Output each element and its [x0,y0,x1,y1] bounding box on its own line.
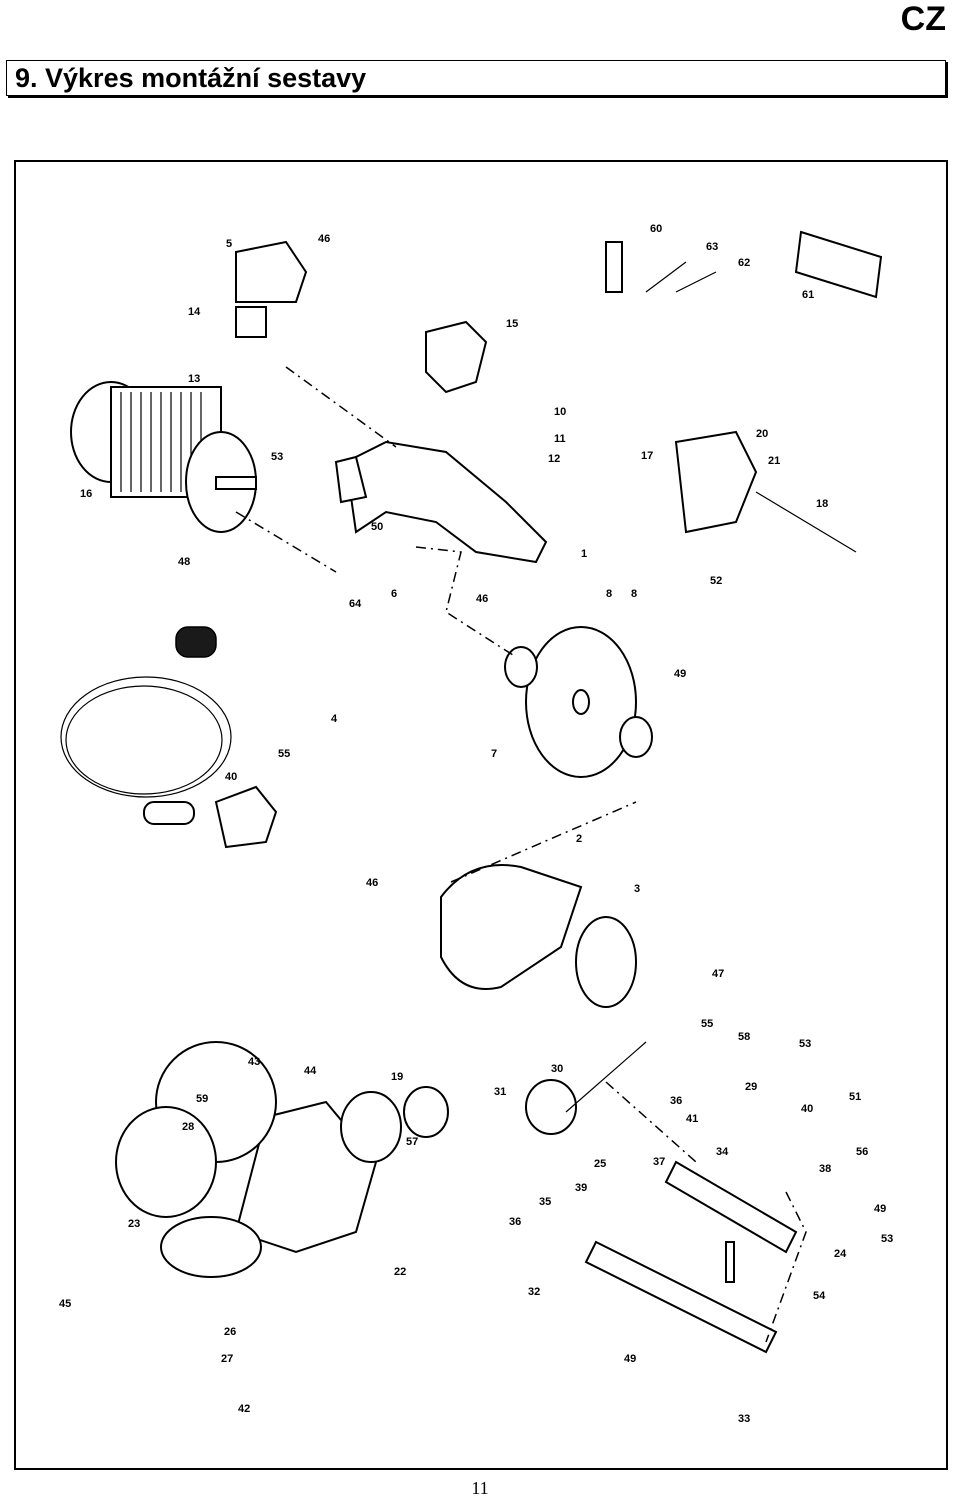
page-number: 11 [471,1478,489,1498]
small-parts [235,230,883,553]
part-label: 15 [506,318,518,330]
part-label: 36 [670,1095,682,1107]
part-label: 23 [128,1218,140,1230]
part-label: 44 [304,1065,317,1077]
part-label: 46 [366,877,378,889]
part-label: 49 [674,668,686,680]
language-code: CZ [900,0,946,38]
part-label: 36 [509,1216,521,1228]
part-label: 7 [491,748,497,760]
part-label: 52 [710,575,722,587]
part-label: 31 [494,1086,506,1098]
part-label: 54 [813,1290,826,1302]
part-label: 3 [634,883,640,895]
part-label: 5 [226,238,232,250]
motor-part [70,381,257,533]
part-label: 56 [856,1146,868,1158]
part-label: 17 [641,450,653,462]
assembly-drawing-frame: 1 2 3 4 5 6 7 8 8 10 11 12 13 14 15 16 1… [14,160,948,1470]
part-label: 53 [881,1233,893,1245]
part-label: 21 [768,455,780,467]
part-label: 24 [834,1248,847,1260]
part-label: 8 [606,588,612,600]
part-label: 26 [224,1326,236,1338]
clamp-rail-part [525,1041,798,1354]
part-label: 19 [391,1071,403,1083]
part-label: 28 [182,1121,194,1133]
part-label: 1 [581,548,587,560]
blade-guard-part [440,864,637,1008]
part-label: 59 [196,1093,208,1105]
part-label: 46 [318,233,330,245]
part-label: 27 [221,1353,233,1365]
part-label: 50 [371,521,383,533]
part-label: 45 [59,1298,71,1310]
part-label: 10 [554,406,566,418]
part-label: 14 [188,306,201,318]
part-label: 13 [188,373,200,385]
part-label: 34 [716,1146,729,1158]
part-label: 47 [712,968,724,980]
part-label: 43 [248,1056,260,1068]
part-label: 53 [271,451,283,463]
part-label: 42 [238,1403,250,1415]
part-label: 22 [394,1266,406,1278]
part-label: 16 [80,488,92,500]
part-label: 32 [528,1286,540,1298]
part-label: 60 [650,223,662,235]
part-label: 6 [391,588,397,600]
part-label: 4 [331,713,338,725]
part-label: 2 [576,833,582,845]
arm-part [334,440,548,564]
part-label: 35 [539,1196,551,1208]
part-label: 53 [799,1038,811,1050]
exploded-assembly-drawing: 1 2 3 4 5 6 7 8 8 10 11 12 13 14 15 16 1… [59,223,893,1425]
part-label: 40 [801,1103,813,1115]
part-label: 12 [548,453,560,465]
part-label: 41 [686,1113,698,1125]
part-label: 58 [738,1031,750,1043]
part-label: 30 [551,1063,563,1075]
part-labels: 1 2 3 4 5 6 7 8 8 10 11 12 13 14 15 16 1… [59,223,893,1425]
base-part [115,1041,449,1278]
part-label: 55 [701,1018,713,1030]
part-label: 49 [874,1203,886,1215]
blade-part [504,626,653,778]
part-label: 18 [816,498,828,510]
power-cord-part [60,626,278,849]
part-label: 49 [624,1353,636,1365]
part-label: 8 [631,588,637,600]
part-label: 51 [849,1091,861,1103]
part-label: 39 [575,1182,587,1194]
part-label: 55 [278,748,290,760]
part-label: 11 [554,433,566,445]
part-label: 38 [819,1163,831,1175]
part-label: 20 [756,428,768,440]
part-label: 29 [745,1081,757,1093]
part-label: 33 [738,1413,750,1425]
part-label: 48 [178,556,190,568]
part-label: 61 [802,289,814,301]
part-label: 40 [225,771,237,783]
section-title-box: 9. Výkres montážní sestavy [6,60,946,96]
part-label: 63 [706,241,718,253]
part-label: 64 [349,598,362,610]
part-label: 46 [476,593,488,605]
part-label: 37 [653,1156,665,1168]
part-label: 62 [738,257,750,269]
part-label: 25 [594,1158,606,1170]
section-title: 9. Výkres montážní sestavy [15,63,367,93]
part-label: 57 [406,1136,418,1148]
